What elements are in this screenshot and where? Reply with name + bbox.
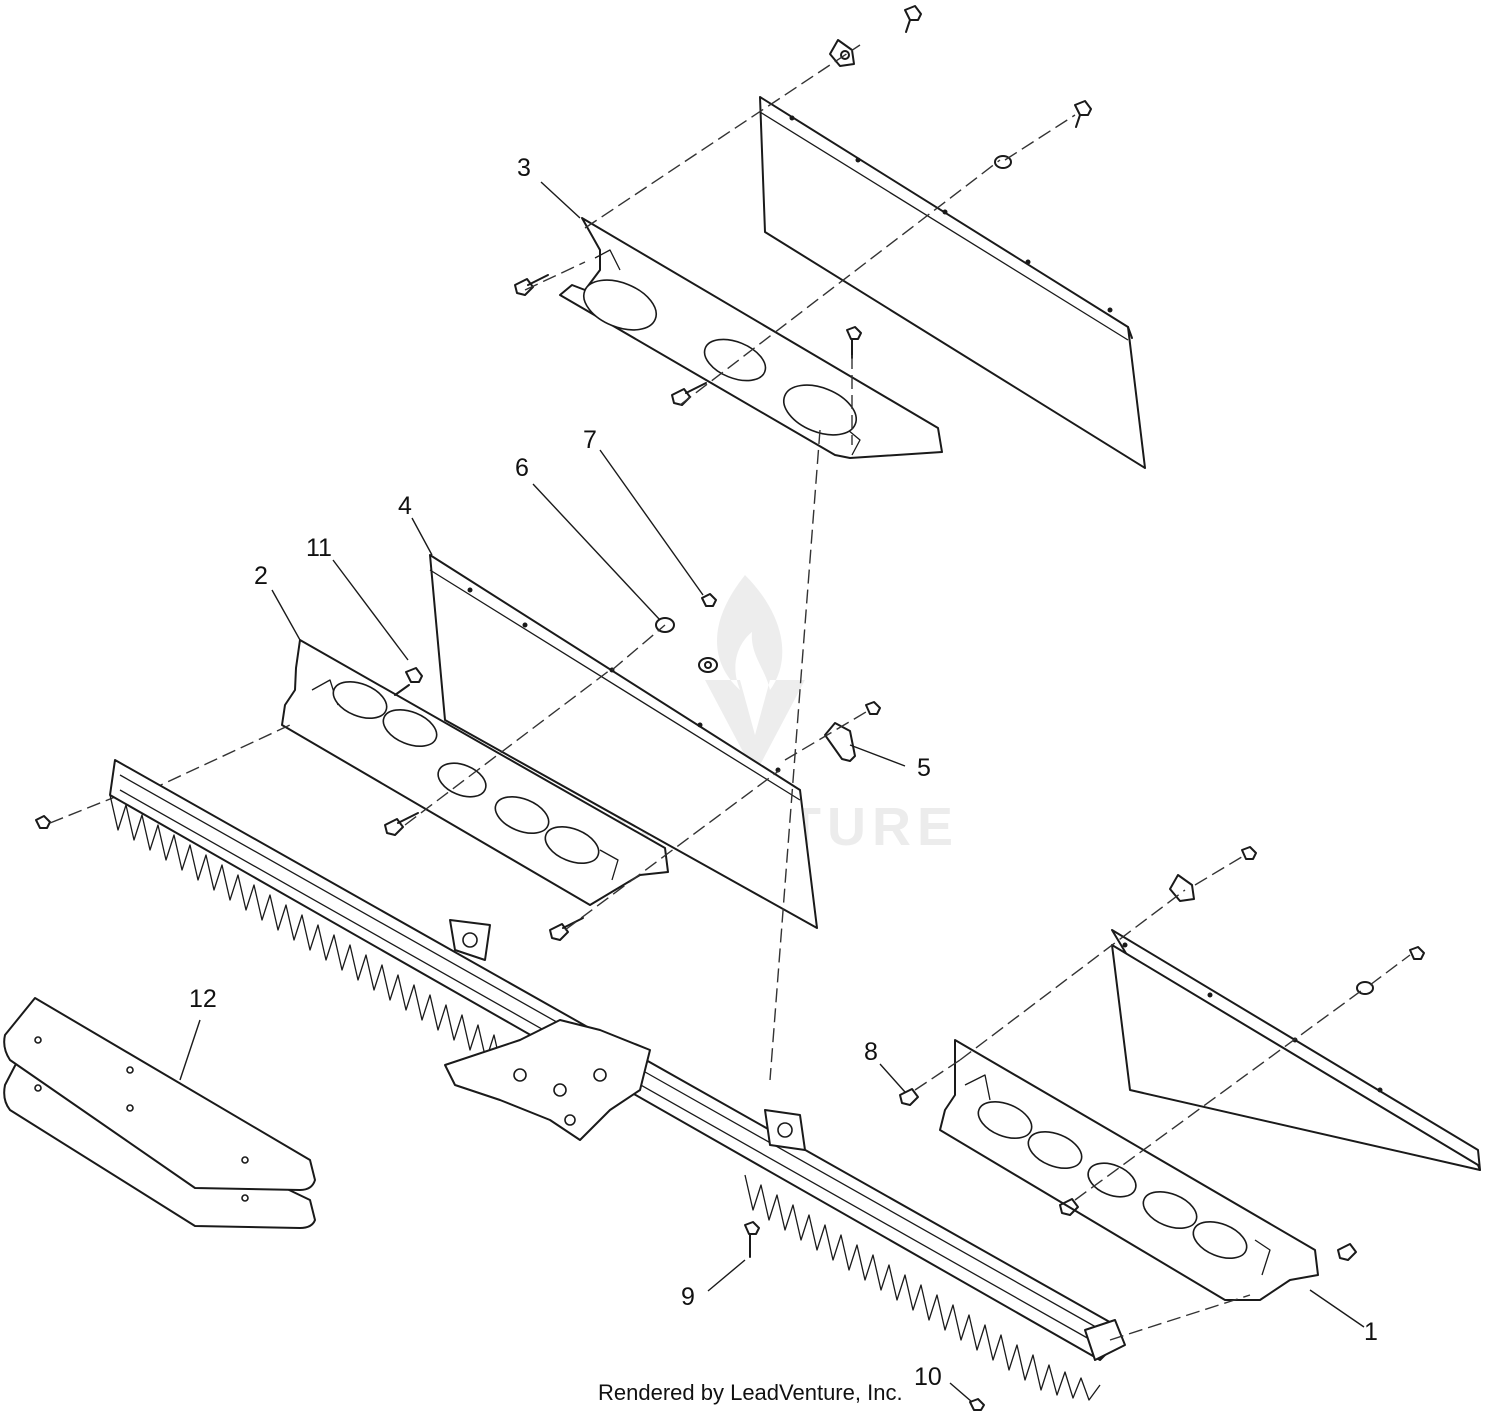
bolt-5 [865, 701, 881, 715]
lower-washer-top [1169, 874, 1195, 902]
lower-bolt-8 [899, 1088, 919, 1106]
middle-shield-plate [429, 554, 818, 929]
watermark-logo [705, 575, 805, 765]
lower-bolt-end [1337, 1243, 1357, 1261]
skid-plate-upper [3, 997, 316, 1191]
upper-mounting-bracket [559, 217, 943, 459]
middle-bolt-left [384, 812, 419, 836]
upper-washer-right [994, 155, 1012, 169]
callout-leaders [179, 181, 1365, 1403]
middle-bolt-bottom [549, 917, 584, 941]
lower-bolt-right [1409, 946, 1425, 960]
sickle-bar [109, 759, 1126, 1411]
callout-5: 5 [917, 754, 931, 782]
middle-bolt-11 [394, 667, 423, 696]
callout-4: 4 [398, 492, 412, 520]
upper-shield-assembly [514, 5, 1146, 469]
nut-10 [969, 1398, 985, 1411]
callout-10: 10 [914, 1363, 942, 1391]
callout-3: 3 [517, 154, 531, 182]
callout-6: 6 [515, 454, 529, 482]
skid-plates [3, 997, 316, 1229]
lower-bolt-center [1059, 1198, 1079, 1216]
callout-9: 9 [681, 1283, 695, 1311]
callout-8: 8 [864, 1038, 878, 1066]
upper-washer-top [829, 39, 855, 67]
callout-1: 1 [1364, 1318, 1378, 1346]
upper-bolt-center [671, 382, 707, 406]
middle-bolt-7 [701, 593, 717, 607]
sickle-teeth-left [109, 794, 511, 1071]
upper-bolt-right [1074, 100, 1092, 128]
sickle-teeth-right [744, 1174, 1101, 1401]
center-hitch [444, 1019, 651, 1141]
nut-left [35, 815, 51, 829]
middle-washer-6 [655, 617, 675, 633]
middle-washer-loose [698, 657, 718, 673]
clip-5 [824, 722, 856, 762]
callout-2: 2 [254, 562, 268, 590]
upper-bolt-left [514, 274, 549, 296]
upper-shield-plate [759, 96, 1146, 469]
bolt-9 [744, 1221, 760, 1258]
lower-bolt-top [1241, 846, 1257, 860]
lower-shield-assembly [899, 846, 1481, 1341]
lower-washer-right [1356, 981, 1374, 995]
middle-shield-assembly [35, 429, 881, 1081]
callout-12: 12 [189, 985, 217, 1013]
upper-bolt-vertical [846, 326, 862, 359]
callout-7: 7 [583, 426, 597, 454]
credit-text: Rendered by LeadVenture, Inc. [598, 1380, 903, 1405]
callouts: 1 2 3 4 5 6 7 8 9 10 11 12 [189, 154, 1378, 1391]
callout-11: 11 [306, 534, 332, 562]
upper-bolt-top [904, 5, 922, 33]
